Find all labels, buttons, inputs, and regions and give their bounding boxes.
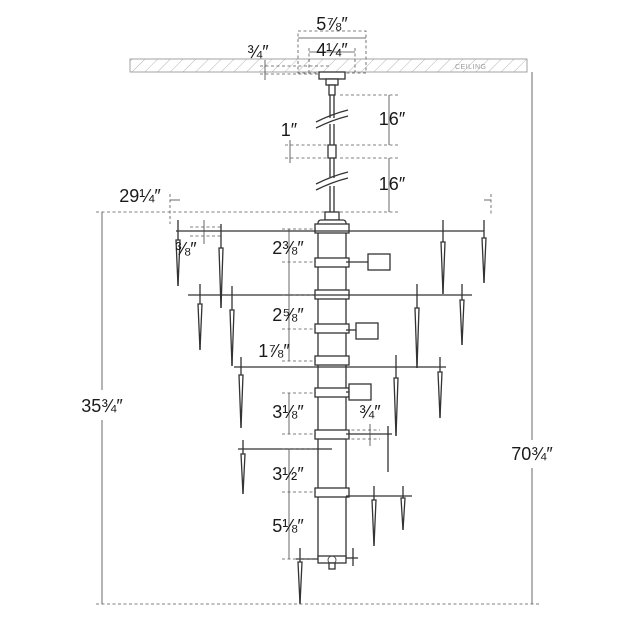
canopy-dimensions [260, 30, 367, 80]
overall-width-label: 29¼″ [119, 186, 161, 206]
tier-2-label: 2⅝″ [272, 305, 304, 325]
canopy-inner-width-label: 4¼″ [316, 40, 348, 60]
socket-label: ¾″ [359, 402, 381, 422]
canopy [318, 71, 346, 96]
arm-tier-3 [234, 355, 446, 437]
stem [315, 95, 349, 221]
ceiling: CEILING [129, 58, 528, 73]
overall-height-label: 70¾″ [511, 444, 553, 464]
rod-dimensions [285, 94, 398, 213]
central-column [314, 219, 350, 570]
rod-coupling-label: 1″ [281, 120, 298, 140]
lamp-boxes [346, 253, 391, 401]
canopy-height-label: ¾″ [247, 42, 269, 62]
tier-6-label: 5⅛″ [272, 516, 304, 536]
fixture-height-dimension [96, 211, 540, 605]
arm-tier-2 [188, 284, 472, 369]
tier-1-label: 2⅜″ [272, 238, 304, 258]
tier-3-label: 1⅞″ [258, 341, 290, 361]
canopy-width-label: 5⅞″ [316, 14, 348, 34]
arm-tier-1 [175, 220, 487, 309]
overall-width-dimension [169, 194, 492, 224]
tier-5-label: 3½″ [272, 464, 304, 484]
rod-upper-label: 16″ [379, 109, 406, 129]
tier-4-label: 3⅛″ [272, 402, 304, 422]
arm-offset-dimension [190, 220, 222, 244]
ceiling-label: CEILING [455, 64, 487, 71]
arm-offset-label: ⅜″ [175, 239, 197, 259]
rod-lower-label: 16″ [379, 174, 406, 194]
arm-tier-5 [346, 486, 412, 547]
fixture-height-label: 35¾″ [81, 396, 123, 416]
tier-spacing-dimensions [282, 228, 380, 560]
